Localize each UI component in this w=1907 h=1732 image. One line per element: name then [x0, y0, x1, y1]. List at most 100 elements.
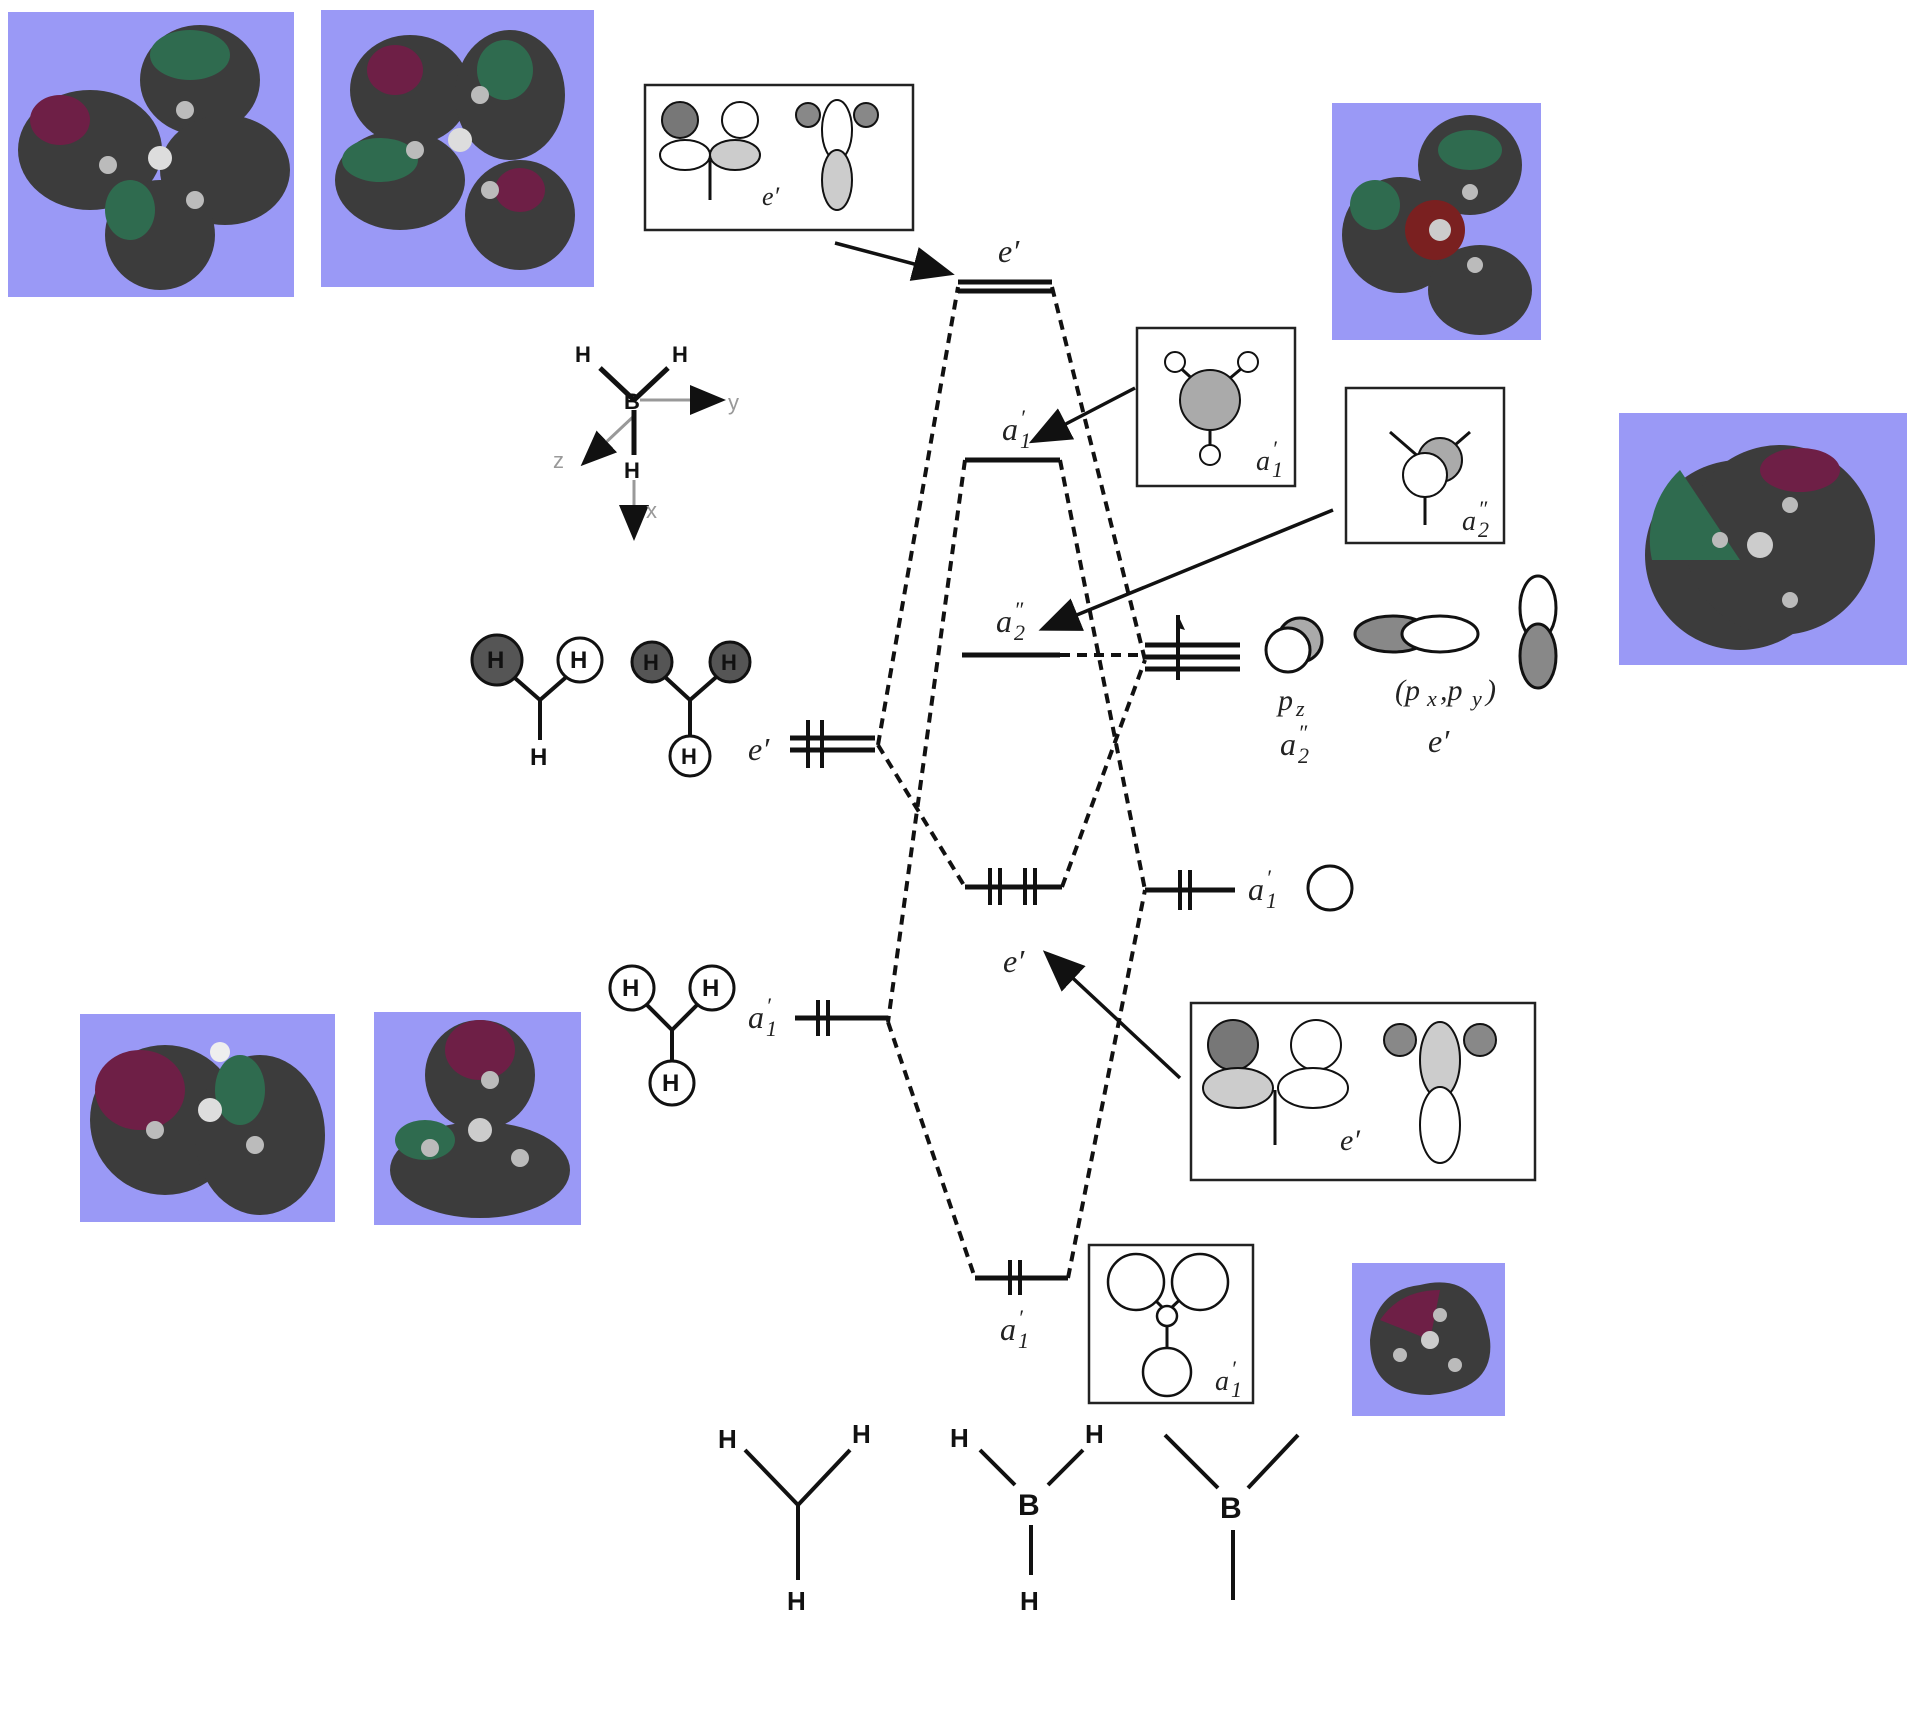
- label-e-top: e′: [998, 233, 1020, 269]
- svg-text:2: 2: [1298, 743, 1309, 768]
- svg-text:′: ′: [1266, 865, 1272, 890]
- mo-image-top-left-2: [321, 10, 594, 287]
- svg-text:H: H: [1020, 1586, 1039, 1616]
- svg-text:B: B: [1018, 1489, 1040, 1522]
- svg-text:1: 1: [1272, 457, 1283, 482]
- svg-text:a: a: [1256, 446, 1270, 477]
- svg-text:1: 1: [1018, 1328, 1029, 1353]
- box-a2: a 2 ″: [1344, 386, 1506, 545]
- svg-text:e′: e′: [1428, 723, 1450, 759]
- svg-text:p: p: [1276, 684, 1293, 717]
- axis-h-label-2: H: [672, 342, 688, 367]
- svg-text:′: ′: [1020, 405, 1026, 430]
- svg-text:H: H: [643, 650, 659, 675]
- svg-text:a: a: [996, 603, 1012, 639]
- mo-image-bottom-right: [1352, 1263, 1505, 1416]
- axis-x-label: x: [646, 498, 657, 523]
- svg-text:′: ′: [1272, 436, 1278, 461]
- arrow-top-e: [834, 241, 955, 281]
- structure-bh3: B H H H: [950, 1419, 1104, 1616]
- py-orbital-icon: [1518, 574, 1558, 690]
- mo-image-top-left-1: [8, 12, 294, 297]
- svg-text:″: ″: [1014, 597, 1024, 622]
- svg-text:a: a: [1248, 871, 1264, 907]
- mo-levels: [958, 279, 1068, 1295]
- pz-label: p z a 2 ″: [1276, 684, 1309, 768]
- svg-text:H: H: [787, 1586, 806, 1616]
- svg-text:″: ″: [1298, 720, 1308, 745]
- mo-image-right-a2: [1619, 413, 1907, 665]
- mo-image-top-right: [1332, 103, 1541, 340]
- label-e-mid: e′: [1003, 943, 1025, 979]
- svg-text:a: a: [1280, 726, 1296, 762]
- svg-text:y: y: [1470, 686, 1482, 711]
- coordinate-axes: B H H H y z x: [553, 342, 739, 541]
- svg-text:′: ′: [1018, 1305, 1024, 1330]
- svg-text:′: ′: [1231, 1356, 1237, 1381]
- svg-text:): ): [1484, 674, 1496, 707]
- mo-image-bottom-left-1: [80, 1014, 335, 1222]
- axis-h-label-3: H: [624, 458, 640, 483]
- svg-text:2: 2: [1478, 517, 1489, 542]
- box-bottom-e: e′: [1189, 1001, 1537, 1182]
- svg-text:H: H: [487, 647, 504, 674]
- svg-text:H: H: [721, 650, 737, 675]
- svg-text:a: a: [1002, 411, 1018, 447]
- svg-text:a: a: [748, 999, 764, 1035]
- left-fragment-e-level: e′: [748, 720, 875, 768]
- svg-text:e′: e′: [1340, 1124, 1360, 1157]
- structure-b: B: [1163, 1433, 1300, 1600]
- right-fragment-s-level: a 1 ′: [1145, 864, 1354, 913]
- svg-text:H: H: [852, 1419, 871, 1449]
- s-orbital-icon: [1306, 864, 1354, 912]
- svg-text:B: B: [1220, 1492, 1242, 1525]
- svg-text:1: 1: [1020, 428, 1031, 453]
- svg-text:′: ′: [766, 993, 772, 1018]
- svg-text:H: H: [530, 744, 547, 771]
- mo-image-bottom-left-2: [374, 1012, 581, 1225]
- h3-a1-orbital: H H H: [608, 964, 736, 1107]
- pxpy-label: (p x ,p y ) e′: [1395, 674, 1496, 759]
- svg-text:H: H: [662, 1070, 679, 1097]
- arrow-a1: [1028, 386, 1136, 444]
- left-e-label: e′: [748, 731, 770, 767]
- label-a2: a 2 ″: [996, 597, 1025, 645]
- svg-text:a: a: [1000, 1311, 1016, 1347]
- svg-text:H: H: [702, 975, 719, 1002]
- svg-text:a: a: [1462, 506, 1476, 537]
- axis-b-label: B: [624, 389, 640, 414]
- structure-h3: H H H: [718, 1419, 871, 1616]
- h3-e-orbital-1: H H H: [470, 633, 604, 771]
- svg-text:2: 2: [1014, 620, 1025, 645]
- correlation-lines: [876, 286, 1147, 1279]
- axis-z-label: z: [553, 448, 564, 473]
- svg-text:″: ″: [1478, 496, 1488, 521]
- svg-text:e′: e′: [762, 182, 780, 211]
- svg-text:(p: (p: [1395, 674, 1420, 707]
- arrow-a2: [1038, 508, 1334, 631]
- box-a1: a 1 ′: [1135, 326, 1297, 488]
- box-top-e: e′: [643, 83, 915, 232]
- svg-text:H: H: [1085, 1419, 1104, 1449]
- svg-text:,p: ,p: [1440, 674, 1463, 707]
- right-fragment-p-level: [1145, 615, 1240, 680]
- svg-text:H: H: [570, 647, 587, 674]
- svg-text:H: H: [681, 744, 697, 769]
- svg-text:H: H: [622, 975, 639, 1002]
- axis-y-label: y: [728, 390, 739, 415]
- svg-text:z: z: [1295, 696, 1305, 721]
- label-a1-upper: a 1 ′: [1002, 405, 1031, 453]
- svg-text:1: 1: [1266, 888, 1277, 913]
- px-orbital-icon: [1353, 614, 1480, 654]
- svg-text:a: a: [1215, 1366, 1229, 1397]
- svg-text:H: H: [718, 1424, 737, 1454]
- svg-text:H: H: [950, 1423, 969, 1453]
- label-a1-bottom: a 1 ′: [1000, 1305, 1029, 1353]
- svg-text:1: 1: [766, 1016, 777, 1041]
- pz-orbital-icon: [1264, 616, 1324, 674]
- svg-text:1: 1: [1231, 1377, 1242, 1402]
- svg-text:x: x: [1426, 686, 1437, 711]
- arrow-bottom-e: [1042, 950, 1182, 1080]
- axis-h-label-1: H: [575, 342, 591, 367]
